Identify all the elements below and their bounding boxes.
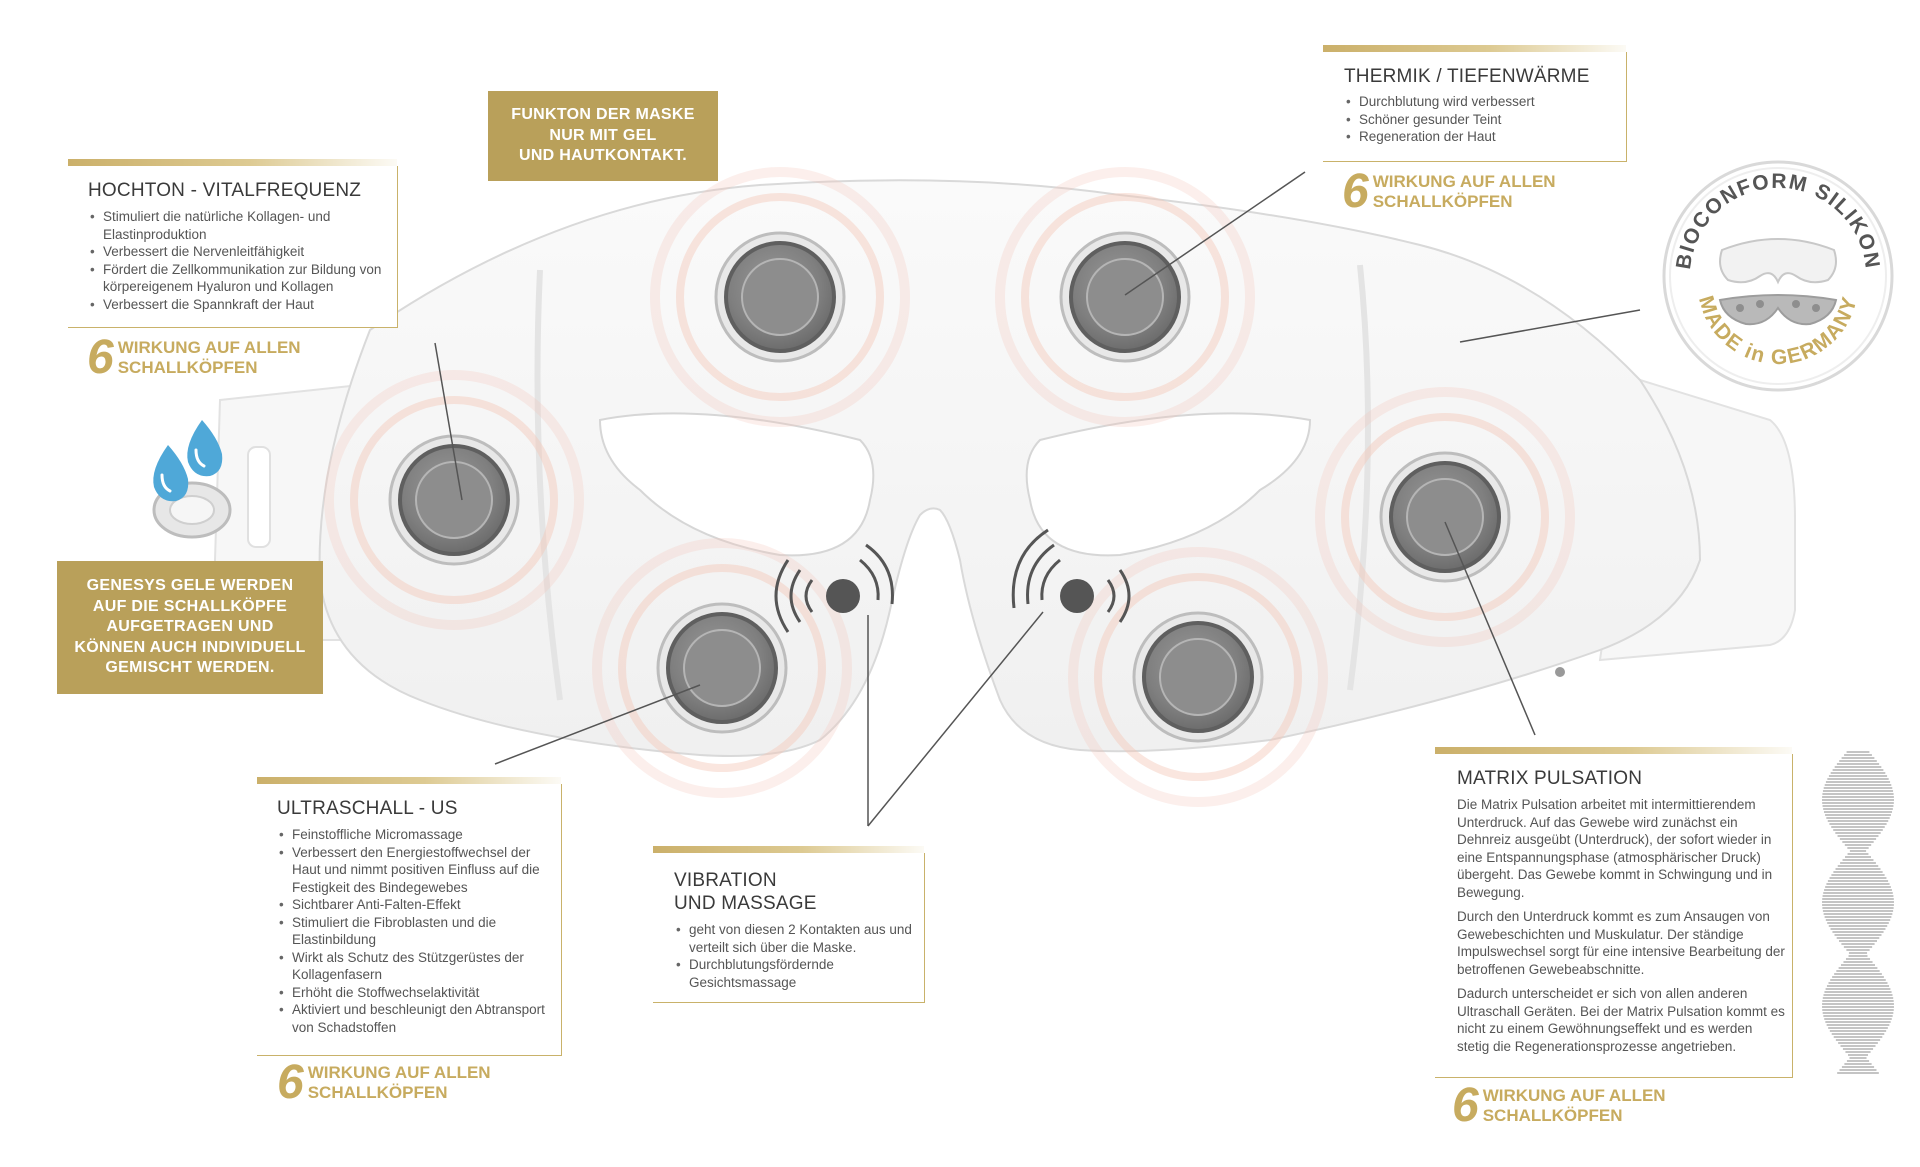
hochton-item: Verbessert die Nervenleitfähigkeit xyxy=(90,243,393,261)
gel-drops-icon xyxy=(152,420,232,539)
vibration-item: Durchblutungsfördernde Gesichtsmassage xyxy=(676,956,921,991)
vibration-item: geht von diesen 2 Kontakten aus und vert… xyxy=(676,921,921,956)
vibration-info-box: VIBRATION UND MASSAGE geht von diesen 2 … xyxy=(653,846,925,1003)
gels-note-text: GENESYS GELE WERDEN AUF DIE SCHALLKÖPFE … xyxy=(74,577,306,677)
pad-glow-ring xyxy=(350,396,558,604)
ultraschall-item: Aktiviert und beschleunigt den Abtranspo… xyxy=(279,1001,554,1036)
matrix-paragraph: Die Matrix Pulsation arbeitet mit interm… xyxy=(1457,797,1773,900)
pad-center xyxy=(741,258,819,336)
badge-number: 6 xyxy=(1452,1079,1479,1132)
matrix-paragraph: Durch den Unterdruck kommt es zum Ansaug… xyxy=(1457,909,1785,977)
pad-glow-ring xyxy=(324,370,584,630)
pad-center xyxy=(1086,258,1164,336)
pad-glow-ring xyxy=(650,167,910,427)
matrix-title: MATRIX PULSATION xyxy=(1457,768,1643,789)
matrix-paragraph: Dadurch unterscheidet er sich von allen … xyxy=(1457,986,1785,1054)
ultraschall-item: Verbessert den Energiestoffwechsel der H… xyxy=(279,844,554,897)
hochton-info-box: HOCHTON - VITALFREQUENZ Stimuliert die n… xyxy=(68,159,398,328)
badge-number: 6 xyxy=(1342,165,1369,218)
mask-ridge-right xyxy=(1347,264,1371,691)
badge-text: WIRKUNG AUF ALLEN SCHALLKÖPFEN xyxy=(1482,1086,1666,1125)
ultraschall-item: Stimuliert die Fibroblasten und die Elas… xyxy=(279,914,554,949)
hochton-title: HOCHTON - VITALFREQUENZ xyxy=(88,180,362,201)
mask-ridge-left xyxy=(534,269,563,701)
leader-lines xyxy=(434,171,1641,827)
ultraschall-title: ULTRASCHALL - US xyxy=(277,798,458,819)
vibration-list: geht von diesen 2 Kontakten aus und vert… xyxy=(674,921,921,991)
pad-glows xyxy=(324,167,1575,807)
pad-center xyxy=(1159,638,1237,716)
left-strap-slot xyxy=(247,446,271,548)
ultraschall-item: Erhöht die Stoffwechselaktivität xyxy=(279,984,554,1002)
hochton-item: Verbessert die Spannkraft der Haut xyxy=(90,296,393,314)
pad-center xyxy=(683,629,761,707)
matrix-text: Die Matrix Pulsation arbeitet mit interm… xyxy=(1457,796,1787,1055)
hochton-item: Fördert die Zellkommunikation zur Bildun… xyxy=(90,261,393,296)
vibration-contact-left xyxy=(774,543,894,633)
thermik-item: Regeneration der Haut xyxy=(1346,128,1626,146)
badge-text: WIRKUNG AUF ALLEN SCHALLKÖPFEN xyxy=(307,1063,491,1102)
ultraschall-badge: 6 WIRKUNG AUF ALLEN SCHALLKÖPFEN xyxy=(277,1056,491,1109)
badge-text: WIRKUNG AUF ALLEN SCHALLKÖPFEN xyxy=(117,338,301,377)
vibration-title-line1: VIBRATION xyxy=(674,870,777,891)
matrix-badge: 6 WIRKUNG AUF ALLEN SCHALLKÖPFEN xyxy=(1452,1079,1666,1132)
mask-function-note: FUNKTON DER MASKE NUR MIT GEL UND HAUTKO… xyxy=(488,91,718,181)
ultraschall-item: Feinstoffliche Micromassage xyxy=(279,826,554,844)
gels-note: GENESYS GELE WERDEN AUF DIE SCHALLKÖPFE … xyxy=(57,561,323,694)
thermik-badge: 6 WIRKUNG AUF ALLEN SCHALLKÖPFEN xyxy=(1342,165,1556,218)
right-eye-opening xyxy=(1025,412,1312,557)
strap-button xyxy=(1555,667,1565,677)
pad-glow-ring xyxy=(1341,413,1549,621)
mask-function-note-text: FUNKTON DER MASKE NUR MIT GEL UND HAUTKO… xyxy=(511,106,695,165)
thermik-info-box: THERMIK / TIEFENWÄRME Durchblutung wird … xyxy=(1323,45,1627,162)
ultraschall-list: Feinstoffliche Micromassage Verbessert d… xyxy=(277,826,554,1036)
pad-center xyxy=(1406,478,1484,556)
thermik-title: THERMIK / TIEFENWÄRME xyxy=(1344,66,1590,87)
ultraschall-item: Wirkt als Schutz des Stützgerüstes der K… xyxy=(279,949,554,984)
badge-number: 6 xyxy=(87,331,114,384)
thermik-item: Durchblutung wird verbessert xyxy=(1346,93,1626,111)
bioconform-seal: BIOCONFORM SILIKON MADE in GERMANY xyxy=(1662,160,1894,392)
pad-glow-ring xyxy=(1094,573,1302,781)
left-eye-opening xyxy=(598,412,875,557)
ultrasound-pads xyxy=(388,231,1511,743)
vibration-title-line2: UND MASSAGE xyxy=(674,893,817,914)
mask-product-icon xyxy=(1718,238,1838,326)
badge-number: 6 xyxy=(277,1056,304,1109)
hochton-badge: 6 WIRKUNG AUF ALLEN SCHALLKÖPFEN xyxy=(87,331,301,384)
pad-glow-ring xyxy=(1021,193,1229,401)
hochton-list: Stimuliert die natürliche Kollagen- und … xyxy=(88,208,393,313)
ultraschall-info-box: ULTRASCHALL - US Feinstoffliche Micromas… xyxy=(257,777,562,1056)
pad-glow-ring xyxy=(618,564,826,772)
vibration-contact-right xyxy=(1011,528,1131,623)
pad-center xyxy=(415,461,493,539)
waveform-icon xyxy=(1822,751,1894,1074)
hochton-item: Stimuliert die natürliche Kollagen- und … xyxy=(90,208,393,243)
pad-glow-ring xyxy=(1315,387,1575,647)
pad-glow-ring xyxy=(676,193,884,401)
mask-body xyxy=(318,179,1702,757)
badge-text: WIRKUNG AUF ALLEN SCHALLKÖPFEN xyxy=(1372,172,1556,211)
matrix-info-box: MATRIX PULSATION Die Matrix Pulsation ar… xyxy=(1435,747,1793,1078)
thermik-item: Schöner gesunder Teint xyxy=(1346,111,1626,129)
pad-glow-ring xyxy=(995,167,1255,427)
thermik-list: Durchblutung wird verbessert Schöner ges… xyxy=(1344,93,1626,146)
pad-glow-ring xyxy=(592,538,852,798)
pad-glow-ring xyxy=(1068,547,1328,807)
ultraschall-item: Sichtbarer Anti-Falten-Effekt xyxy=(279,896,554,914)
